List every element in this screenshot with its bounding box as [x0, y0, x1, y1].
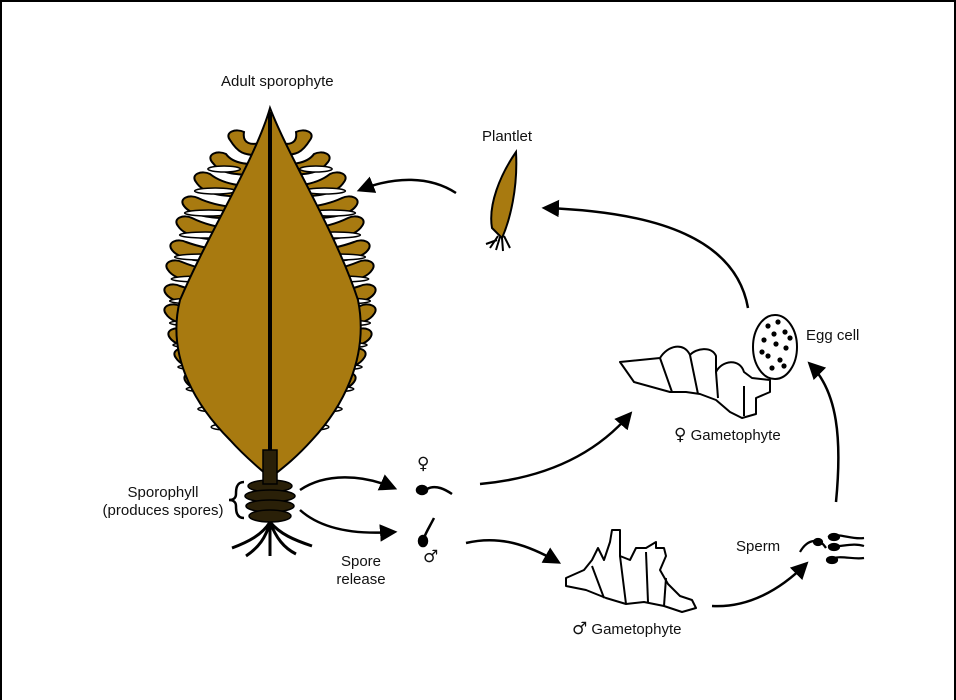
sporophyll-line1: Sporophyll	[90, 484, 236, 502]
holdfast	[232, 522, 312, 556]
female-gametophyte-text: Gametophyte	[691, 427, 781, 444]
arrow-female-to-plantlet	[545, 208, 748, 308]
sperm-label: Sperm	[736, 538, 780, 556]
sporophyte-lobe-gap	[208, 166, 240, 172]
male-gametophyte-text: Gametophyte	[591, 621, 681, 638]
spore-release-line2: release	[326, 571, 396, 589]
egg-cell-label: Egg cell	[806, 327, 859, 345]
egg-cell-dot	[782, 329, 787, 334]
arrow-female-spore-to-gametophyte	[480, 414, 630, 484]
spore-release-line1: Spore	[326, 553, 396, 571]
egg-cell-oval	[753, 315, 797, 379]
male-symbol-icon: ♂	[572, 619, 587, 639]
egg-cell-dot	[761, 337, 766, 342]
sporophyte-lobe-gap	[195, 188, 236, 194]
female-spore	[417, 486, 452, 494]
plantlet	[486, 152, 516, 251]
egg-cell-dot	[783, 345, 788, 350]
egg-cell-dot	[775, 319, 780, 324]
male-spore	[419, 518, 434, 546]
spore-release-label: Spore release	[326, 553, 396, 589]
adult-sporophyte-label: Adult sporophyte	[221, 73, 334, 91]
arrow-sporophyll-to-male-spore	[300, 510, 394, 533]
sporophyte-lobe-gap	[300, 166, 332, 172]
arrow-gametophyte-to-sperm	[712, 564, 806, 606]
male-gametophyte-label: ♂ Gametophyte	[572, 620, 681, 639]
egg-cell-dot	[771, 331, 776, 336]
female-gametophyte-label: ♀ Gametophyte	[674, 426, 781, 445]
sporophyll-line2: (produces spores)	[90, 502, 236, 520]
sperm-cells	[800, 534, 864, 563]
arrow-plantlet-to-adult	[360, 180, 456, 193]
egg-cell-dot	[773, 341, 778, 346]
male-spore-symbol-icon: ♂	[423, 548, 438, 566]
plantlet-label: Plantlet	[482, 128, 532, 146]
egg-cell-dot	[769, 365, 774, 370]
egg-cell-dot	[765, 353, 770, 358]
female-spore-symbol-icon: ♀	[417, 455, 429, 473]
arrow-sperm-to-egg	[810, 364, 838, 502]
egg-cell-dot	[777, 357, 782, 362]
female-symbol-icon: ♀	[674, 425, 686, 445]
egg-cell-dot	[765, 323, 770, 328]
egg-cell-dot	[759, 349, 764, 354]
arrow-sporophyll-to-female-spore	[300, 477, 394, 490]
arrow-male-spore-to-gametophyte	[466, 540, 558, 562]
male-gametophyte-shape	[566, 530, 696, 612]
egg-cell-dot	[781, 363, 786, 368]
sporophyll-label: Sporophyll (produces spores)	[90, 484, 236, 520]
egg-cell-dot	[787, 335, 792, 340]
